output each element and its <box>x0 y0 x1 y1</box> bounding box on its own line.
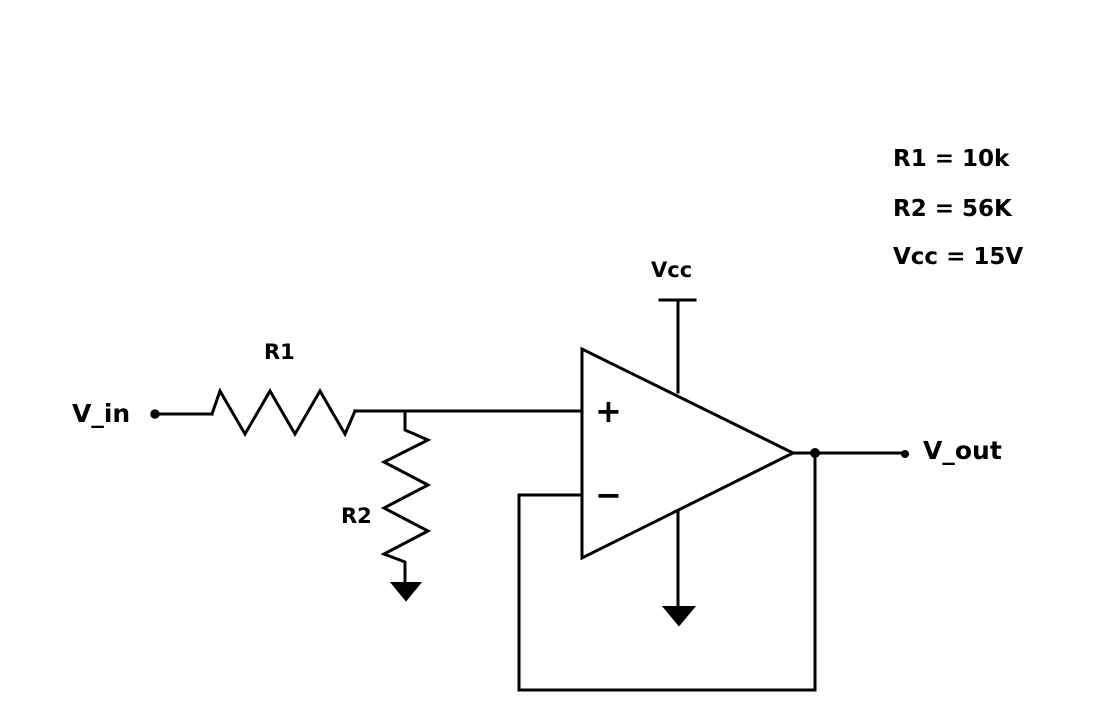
minus-sign: − <box>595 476 622 514</box>
r1-resistor <box>210 387 357 438</box>
feedback-wire <box>517 451 817 692</box>
spec-r1: R1 = 10k <box>893 146 1010 172</box>
r2-ground-icon <box>389 582 423 602</box>
v-out-terminal <box>901 450 909 458</box>
r2-resistor <box>380 409 432 585</box>
spec-vcc: Vcc = 15V <box>893 244 1023 270</box>
opamp-body <box>580 346 797 561</box>
v-in-label: V_in <box>72 399 130 428</box>
opamp-ground-icon <box>661 606 697 627</box>
plus-sign: + <box>595 392 622 430</box>
v-out-label: V_out <box>923 436 1002 465</box>
spec-r2: R2 = 56K <box>893 196 1013 222</box>
r1-label: R1 <box>264 340 295 364</box>
r2-label: R2 <box>341 504 372 528</box>
vcc-label: Vcc <box>651 258 692 282</box>
